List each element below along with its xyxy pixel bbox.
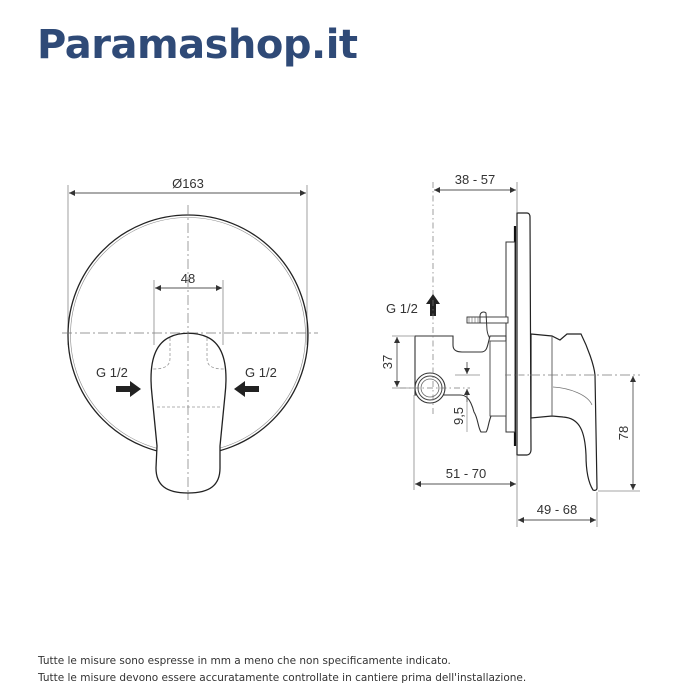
handle-height-dimension: 78: [598, 376, 640, 492]
height-left-dimension: 37: [380, 335, 415, 389]
note-line-1: Tutte le misure sono espresse in mm a me…: [38, 655, 451, 667]
diameter-dimension: Ø163: [69, 176, 306, 196]
offset-dimension: 9,5: [451, 362, 480, 432]
front-view: Ø163 48 G 1/2 G 1/2: [62, 176, 318, 500]
lever-handle: [150, 332, 227, 494]
cover-plate-side: [516, 212, 532, 456]
depth-body-dimension: 51 - 70: [413, 395, 518, 527]
brand-logo[interactable]: Paramashop.it: [37, 22, 358, 68]
handle-width-label: 48: [181, 271, 195, 286]
depth-body-label: 51 - 70: [446, 466, 486, 481]
notes: Tutte le misure sono espresse in mm a me…: [38, 653, 526, 687]
inlet-right-label: G 1/2: [245, 365, 277, 380]
valve-body: [414, 335, 507, 433]
offset-label: 9,5: [451, 407, 466, 425]
diameter-label: Ø163: [172, 176, 204, 191]
lever-handle-side: [530, 333, 598, 491]
outlet-label: G 1/2: [386, 301, 418, 316]
handle-projection-label: 49 - 68: [537, 502, 577, 517]
side-view: 38 - 57 G 1/2: [380, 172, 640, 527]
handle-width-dimension: 48: [153, 271, 224, 345]
handle-projection-dimension: 49 - 68: [518, 492, 598, 527]
note-line-2: Tutte le misure devono essere accuratame…: [38, 672, 527, 684]
handle-height-label: 78: [616, 426, 631, 440]
depth-top-label: 38 - 57: [455, 172, 495, 187]
inlet-right-arrow-icon: [234, 381, 259, 397]
depth-top-dimension: 38 - 57: [432, 172, 518, 300]
inlet-left-label: G 1/2: [96, 365, 128, 380]
height-left-label: 37: [380, 355, 395, 369]
inlet-left-arrow-icon: [116, 381, 141, 397]
